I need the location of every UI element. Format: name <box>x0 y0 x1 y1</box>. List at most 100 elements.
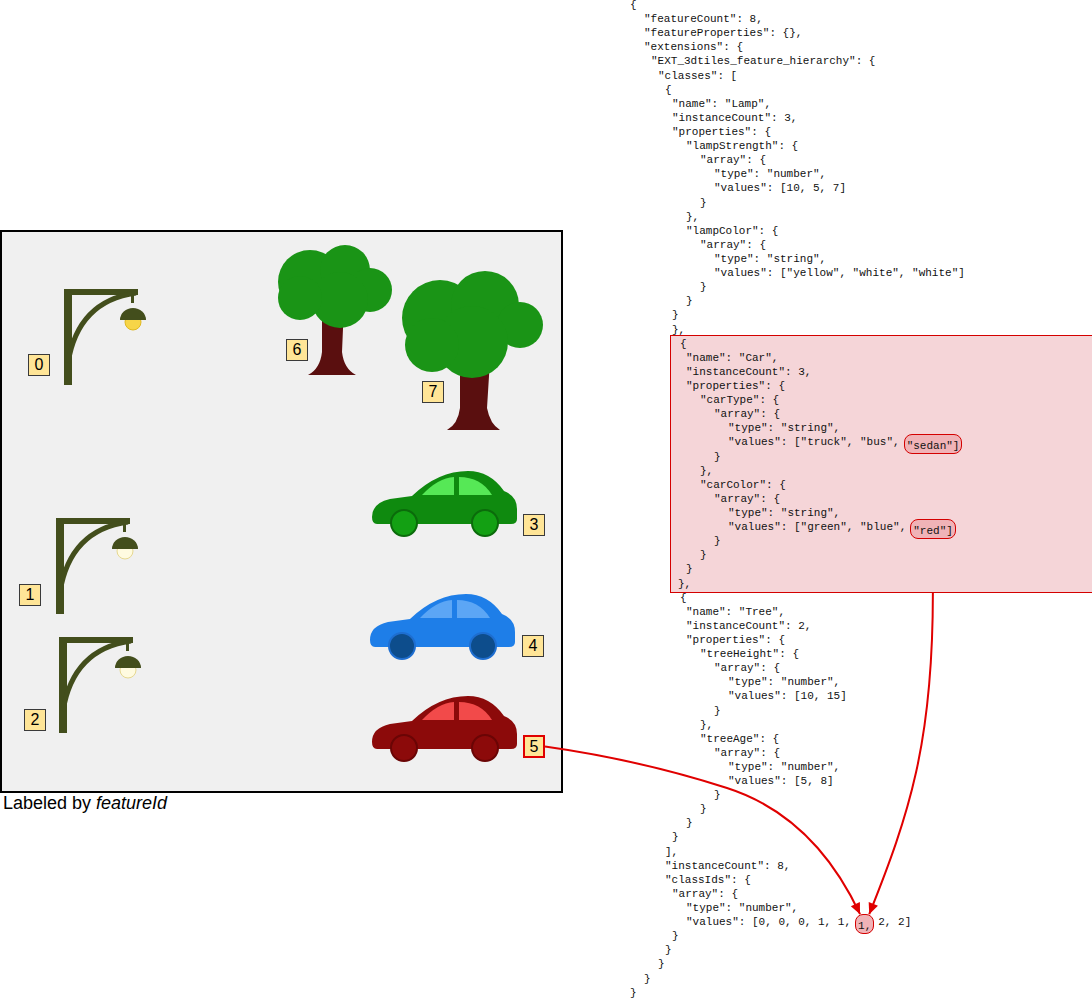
code-line: "lampColor": { <box>686 224 778 238</box>
code-line: "values": [5, 8] <box>728 774 834 788</box>
arrow-connector <box>869 593 933 914</box>
code-line: 1, <box>858 920 871 932</box>
code-line: } <box>700 196 707 210</box>
feature-id-box: 3 <box>523 514 545 536</box>
value-highlight: "red"] <box>910 519 956 539</box>
code-line: "array": { <box>714 746 780 760</box>
code-line: "carType": { <box>700 393 779 407</box>
code-line: "array": { <box>700 153 766 167</box>
code-line: "values": ["truck", "bus", <box>728 435 900 449</box>
value-highlight: 1, <box>855 914 874 934</box>
car <box>370 594 515 659</box>
code-line: "type": "number", <box>686 901 798 915</box>
code-line: "sedan"] <box>907 440 960 452</box>
code-line: } <box>672 308 679 322</box>
code-line: } <box>630 986 637 1000</box>
code-line: } <box>714 534 721 548</box>
code-line: "featureCount": 8, <box>644 12 763 26</box>
code-line: "name": "Lamp", <box>672 97 771 111</box>
feature-id: 6 <box>293 341 302 359</box>
car <box>372 471 517 536</box>
code-line: "values": [10, 5, 7] <box>714 181 846 195</box>
feature-id-box: 1 <box>19 584 41 606</box>
code-line: "classes": [ <box>658 69 737 83</box>
code-line: { <box>680 337 687 351</box>
code-line: } <box>700 548 707 562</box>
code-line: } <box>658 957 665 971</box>
tree <box>278 245 392 375</box>
feature-id: 1 <box>26 586 35 604</box>
code-line: "name": "Tree", <box>686 605 785 619</box>
code-line: "carColor": { <box>700 478 786 492</box>
code-line: "type": "string", <box>728 421 840 435</box>
code-line: ], <box>665 845 678 859</box>
code-line: { <box>665 83 672 97</box>
code-line: } <box>714 788 721 802</box>
code-line: "name": "Car", <box>686 351 778 365</box>
code-line: } <box>644 972 651 986</box>
caption-text: Labeled by <box>3 793 91 813</box>
tree <box>402 271 543 430</box>
code-line: "values": ["green", "blue", <box>728 520 906 534</box>
code-line: "treeAge": { <box>700 732 779 746</box>
code-line: "type": "string", <box>714 252 826 266</box>
street-lamp <box>56 518 138 614</box>
code-line: "instanceCount": 8, <box>665 859 790 873</box>
arrow-line <box>545 747 860 915</box>
code-line: "featureProperties": {}, <box>644 26 802 40</box>
code-line: "values": [0, 0, 0, 1, 1, <box>686 915 851 929</box>
feature-id: 0 <box>35 356 44 374</box>
feature-id: 7 <box>429 383 438 401</box>
code-line: "type": "number", <box>728 675 840 689</box>
code-line: "array": { <box>714 407 780 421</box>
arrow-head <box>851 902 860 914</box>
code-line: "properties": { <box>686 633 785 647</box>
code-line: "properties": { <box>686 379 785 393</box>
value-highlight: "sedan"] <box>904 434 963 454</box>
arrow-line <box>869 593 933 914</box>
code-line: "array": { <box>700 238 766 252</box>
code-line: "instanceCount": 3, <box>686 365 811 379</box>
code-line: 2, 2] <box>878 915 911 929</box>
code-line: "instanceCount": 2, <box>686 619 811 633</box>
code-line: "red"] <box>913 525 953 537</box>
car <box>372 696 517 761</box>
code-line: "array": { <box>672 887 738 901</box>
code-line: "array": { <box>714 492 780 506</box>
code-line: "treeHeight": { <box>700 647 799 661</box>
feature-id-box: 4 <box>522 635 544 657</box>
feature-id-box: 0 <box>28 354 50 376</box>
feature-id: 4 <box>529 637 538 655</box>
street-lamp <box>64 289 146 385</box>
code-line: "type": "number", <box>714 167 826 181</box>
code-line: }, <box>678 577 691 591</box>
code-line: } <box>700 802 707 816</box>
scene-panel <box>1 231 562 792</box>
feature-id-box: 7 <box>422 381 444 403</box>
code-line: "type": "number", <box>728 760 840 774</box>
code-line: "values": ["yellow", "white", "white"] <box>714 266 965 280</box>
code-line: "array": { <box>714 661 780 675</box>
feature-id-box: 6 <box>286 339 308 361</box>
code-line: } <box>686 294 693 308</box>
code-line: } <box>672 929 679 943</box>
code-line: "classIds": { <box>665 873 751 887</box>
code-line: } <box>700 280 707 294</box>
code-line: } <box>686 816 693 830</box>
feature-id-box: 2 <box>24 709 46 731</box>
code-line: }, <box>686 210 699 224</box>
code-line: "lampStrength": { <box>686 139 798 153</box>
code-line: } <box>714 704 721 718</box>
feature-id: 2 <box>31 711 40 729</box>
feature-id: 3 <box>530 516 539 534</box>
code-line: { <box>630 0 637 12</box>
feature-id: 5 <box>530 738 539 756</box>
code-line: "values": [10, 15] <box>728 689 847 703</box>
street-lamp <box>59 637 141 733</box>
code-line: }, <box>700 464 713 478</box>
feature-id-box: 5 <box>523 735 545 758</box>
code-line: } <box>665 943 672 957</box>
code-line: "type": "string", <box>728 506 840 520</box>
